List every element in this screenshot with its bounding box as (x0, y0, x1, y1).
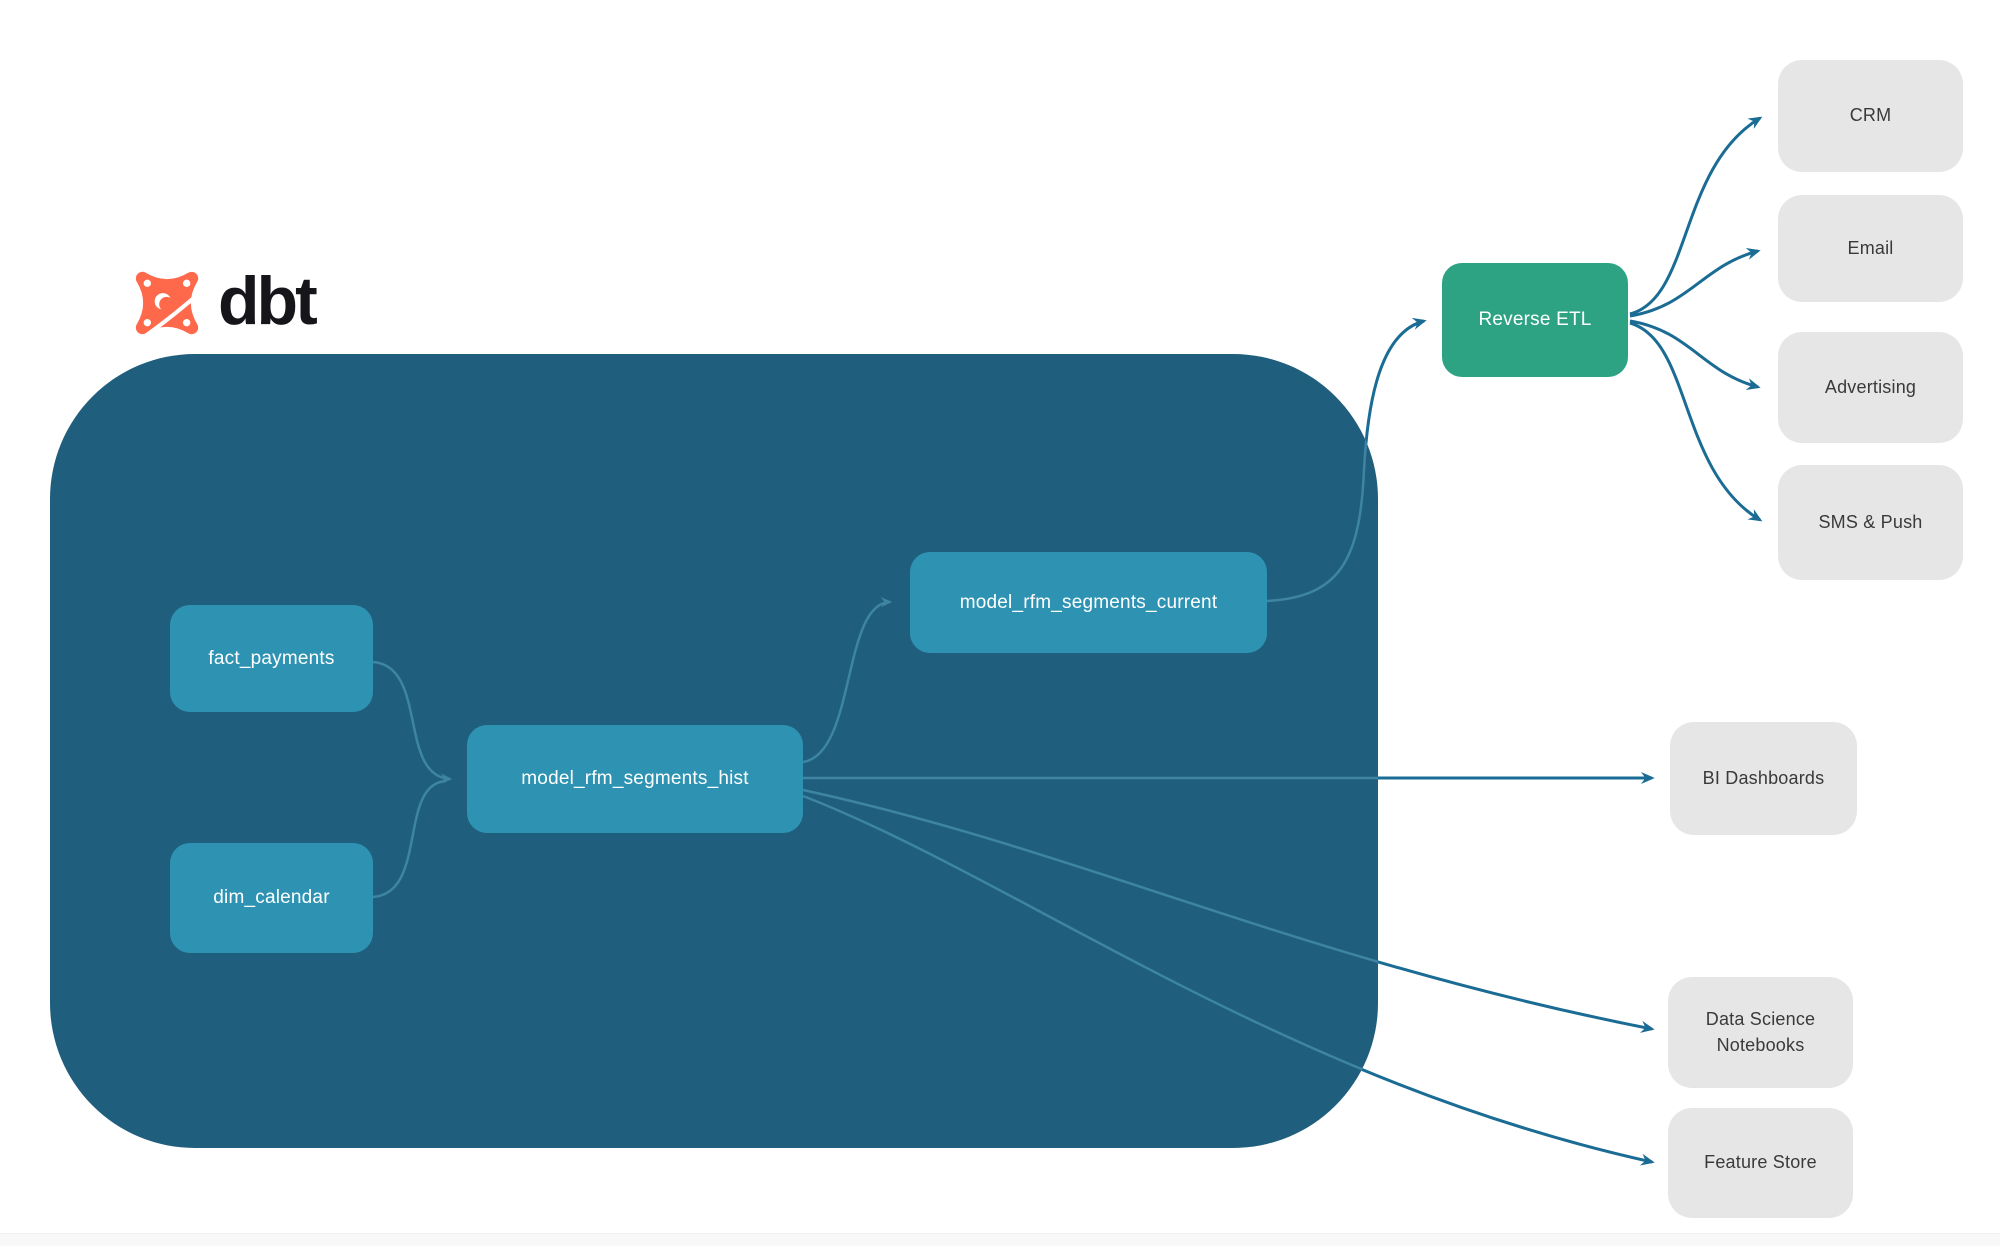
edge-reverse-etl-to-advertising (1629, 319, 1761, 391)
node-label: BI Dashboards (1702, 767, 1825, 788)
edge-reverse-etl-to-sms-push (1629, 321, 1763, 522)
node-label: Data Science Notebooks (1705, 1009, 1816, 1055)
node-dim-calendar: dim_calendar (170, 843, 373, 953)
node-bi-dashboards: BI Dashboards (1670, 722, 1857, 835)
edge-fact-payments-to-hist (372, 660, 453, 784)
node-label: fact_payments (208, 647, 335, 669)
node-data-science-notebooks: Data Science Notebooks (1668, 977, 1853, 1088)
edge-dim-calendar-to-hist (372, 779, 447, 899)
dbt-wordmark: dbt (218, 263, 318, 339)
node-model-rfm-segments-current: model_rfm_segments_current (910, 552, 1267, 653)
node-advertising: Advertising (1778, 332, 1963, 443)
node-label: Email (1847, 237, 1894, 258)
page-bottom-strip (0, 1233, 2000, 1246)
node-fact-payments: fact_payments (170, 605, 373, 712)
node-label: model_rfm_segments_current (959, 591, 1218, 613)
node-label: CRM (1849, 105, 1892, 126)
edge-hist-to-feature-store-inside (802, 794, 1378, 1148)
edge-current-to-reverse-etl (1266, 317, 1427, 603)
node-label: Advertising (1824, 376, 1917, 397)
node-label: Reverse ETL (1478, 309, 1592, 330)
node-crm: CRM (1778, 60, 1963, 172)
edge-hist-to-current (802, 597, 893, 764)
node-label: Feature Store (1704, 1152, 1817, 1173)
node-label: SMS & Push (1818, 511, 1923, 532)
edge-hist-to-notebooks-inside (802, 788, 1378, 1032)
edge-reverse-etl-to-crm (1629, 116, 1763, 316)
edge-reverse-etl-to-email (1629, 247, 1761, 318)
node-label: dim_calendar (213, 887, 330, 908)
node-email: Email (1778, 195, 1963, 302)
edge-hist-to-data-science-notebooks (802, 788, 1655, 1033)
edge-hist-to-feature-store (802, 794, 1655, 1166)
node-label: model_rfm_segments_hist (521, 768, 749, 789)
node-feature-store: Feature Store (1668, 1108, 1853, 1218)
dbt-logo: dbt (126, 262, 318, 344)
node-model-rfm-segments-hist: model_rfm_segments_hist (467, 725, 803, 833)
node-sms-push: SMS & Push (1778, 465, 1963, 580)
dbt-logo-icon (135, 271, 206, 338)
node-reverse-etl: Reverse ETL (1442, 263, 1628, 377)
